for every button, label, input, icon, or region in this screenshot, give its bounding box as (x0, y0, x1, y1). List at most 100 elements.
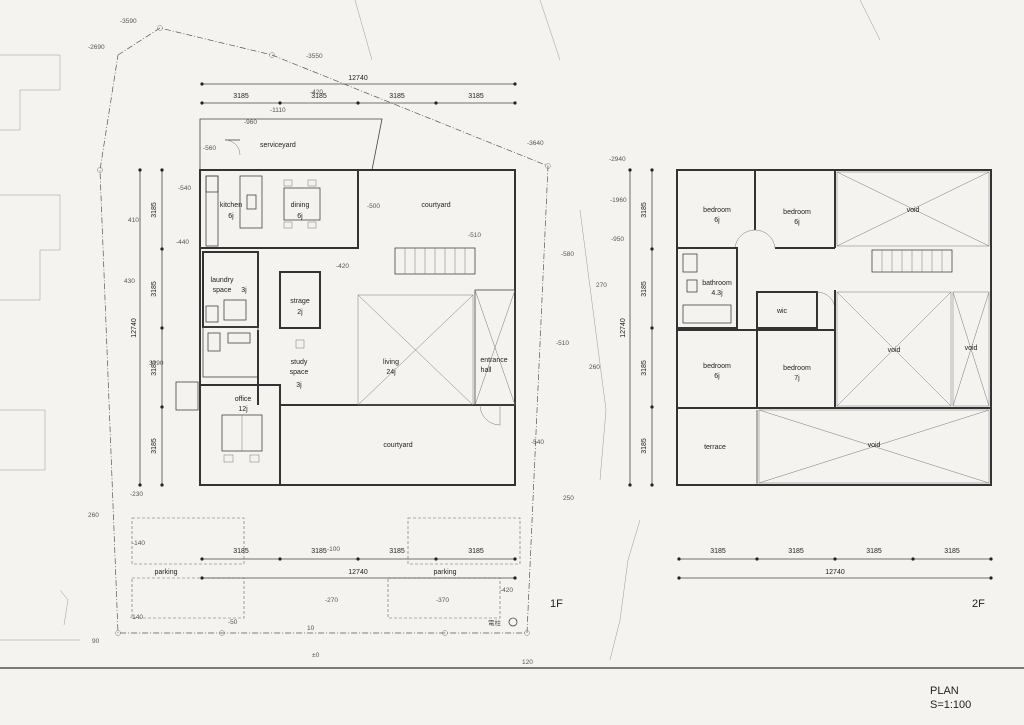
level-25: 260 (88, 512, 99, 519)
room-void-side: void (965, 345, 978, 352)
dim-total-bottom-2f: 12740 (825, 569, 845, 576)
dim-bottom-2: 3185 (311, 548, 327, 555)
room-bed2-size: 6j (794, 219, 800, 226)
room-serviceyard: serviceyard (260, 142, 296, 149)
level-21: 260 (589, 364, 600, 371)
level-35: ±0 (312, 652, 320, 659)
dim-left-4: 3185 (151, 438, 158, 454)
room-entrance: entrance (480, 357, 507, 364)
dim-left-2f-2: 3185 (641, 281, 648, 297)
level-4: -1110 (270, 107, 286, 114)
dim-left-2: 3185 (151, 281, 158, 297)
room-bed1-size: 6j (714, 217, 720, 224)
dim-bottom-1f: 3185 3185 3185 3185 12740 (200, 548, 517, 580)
level-3: -3550 (306, 53, 323, 60)
floor-1-label: 1F (550, 598, 563, 610)
room-entrance-2: hall (481, 367, 492, 374)
dim-bottom-2f-1: 3185 (710, 548, 726, 555)
room-void-mid: void (888, 347, 901, 354)
level-29: -370 (436, 597, 449, 604)
plan-title: PLAN (930, 685, 959, 697)
dim-total-left: 12740 (131, 318, 138, 338)
level-31: -50 (228, 619, 238, 626)
context-lines (0, 0, 881, 661)
room-kitchen: kitchen (220, 202, 242, 209)
site-boundary (97, 25, 551, 636)
room-office: office (235, 396, 252, 403)
dim-top-3: 3185 (389, 93, 405, 100)
room-terrace: terrace (704, 444, 726, 451)
room-bath: bathroom (702, 280, 732, 287)
level-33: -420 (500, 587, 513, 594)
level-22: -540 (531, 439, 544, 446)
room-bed4: bedroom (783, 365, 811, 372)
room-courtyard-top: courtyard (421, 202, 450, 209)
dim-left-2f-3: 3185 (641, 360, 648, 376)
room-bed2: bedroom (783, 209, 811, 216)
level-18: 430 (124, 278, 135, 285)
level-36: 120 (522, 659, 533, 666)
dim-bottom-1: 3185 (233, 548, 249, 555)
level-annotations: -3590 -2690 -3550 -1110 -960 -560 -3640 … (88, 18, 627, 666)
room-laundry: laundry (211, 277, 234, 284)
level-32: 10 (307, 625, 315, 632)
level-20: -510 (556, 340, 569, 347)
dim-top-4: 3185 (468, 93, 484, 100)
level-8: -2940 (609, 156, 626, 163)
level-13: -510 (468, 232, 481, 239)
room-courtyard-bottom: courtyard (383, 442, 412, 449)
room-parking-left: parking (155, 569, 178, 576)
room-storage-size: 2j (297, 309, 303, 316)
room-parking-right: parking (434, 569, 457, 576)
room-bath-size: 4.3j (711, 290, 723, 297)
level-7: -3640 (527, 140, 544, 147)
level-23: -230 (130, 491, 143, 498)
room-dining: dining (291, 202, 310, 209)
level-5: -960 (244, 119, 257, 126)
level-9: -540 (178, 185, 191, 192)
level-1: -3590 (120, 18, 137, 25)
level-37: 3190 (149, 360, 164, 367)
stairs-2f (871, 249, 953, 273)
dim-total-bottom: 12740 (348, 569, 368, 576)
room-bed3-size: 6j (714, 373, 720, 380)
dim-left-1f: 12740 3185 3185 3185 3185 (131, 168, 164, 487)
room-void-top: void (907, 207, 920, 214)
level-11: -1960 (610, 197, 627, 204)
room-laundry-size: 3j (241, 287, 247, 294)
dim-left-2f-4: 3185 (641, 438, 648, 454)
parking-space-1 (131, 517, 245, 565)
level-17: -580 (561, 251, 574, 258)
dim-left-3: 3185 (151, 360, 158, 376)
room-study-size: 3j (296, 382, 302, 389)
room-bed4-size: 7j (794, 375, 800, 382)
room-living-size: 24j (386, 369, 396, 376)
floor-2-label: 2F (972, 598, 985, 610)
dim-left-2f-1: 3185 (641, 202, 648, 218)
dim-bottom-3: 3185 (389, 548, 405, 555)
room-dining-size: 6j (297, 213, 303, 220)
level-26: -140 (132, 540, 145, 547)
level-19: 270 (596, 282, 607, 289)
level-28: -270 (325, 597, 338, 604)
room-kitchen-size: 6j (228, 213, 234, 220)
level-12: -440 (176, 239, 189, 246)
room-storage: strage (290, 298, 310, 305)
room-void-bottom: void (868, 442, 881, 449)
dim-left-2f: 12740 3185 3185 3185 3185 (620, 168, 654, 487)
level-10: -500 (367, 203, 380, 210)
level-34: 90 (92, 638, 100, 645)
title-block: PLAN S=1:100 (930, 685, 971, 711)
dim-bottom-2f: 3185 3185 3185 3185 12740 (677, 548, 993, 580)
room-office-size: 12j (238, 406, 248, 413)
dim-bottom-2f-4: 3185 (944, 548, 960, 555)
room-study-2: space (290, 369, 309, 376)
room-bed3: bedroom (703, 363, 731, 370)
parking-space-2 (131, 577, 245, 619)
dim-bottom-2f-2: 3185 (788, 548, 804, 555)
room-wic: wic (776, 308, 788, 315)
pole-label: 電柱 (488, 618, 502, 627)
level-38: -420 (310, 89, 323, 96)
level-16: -420 (336, 263, 349, 270)
